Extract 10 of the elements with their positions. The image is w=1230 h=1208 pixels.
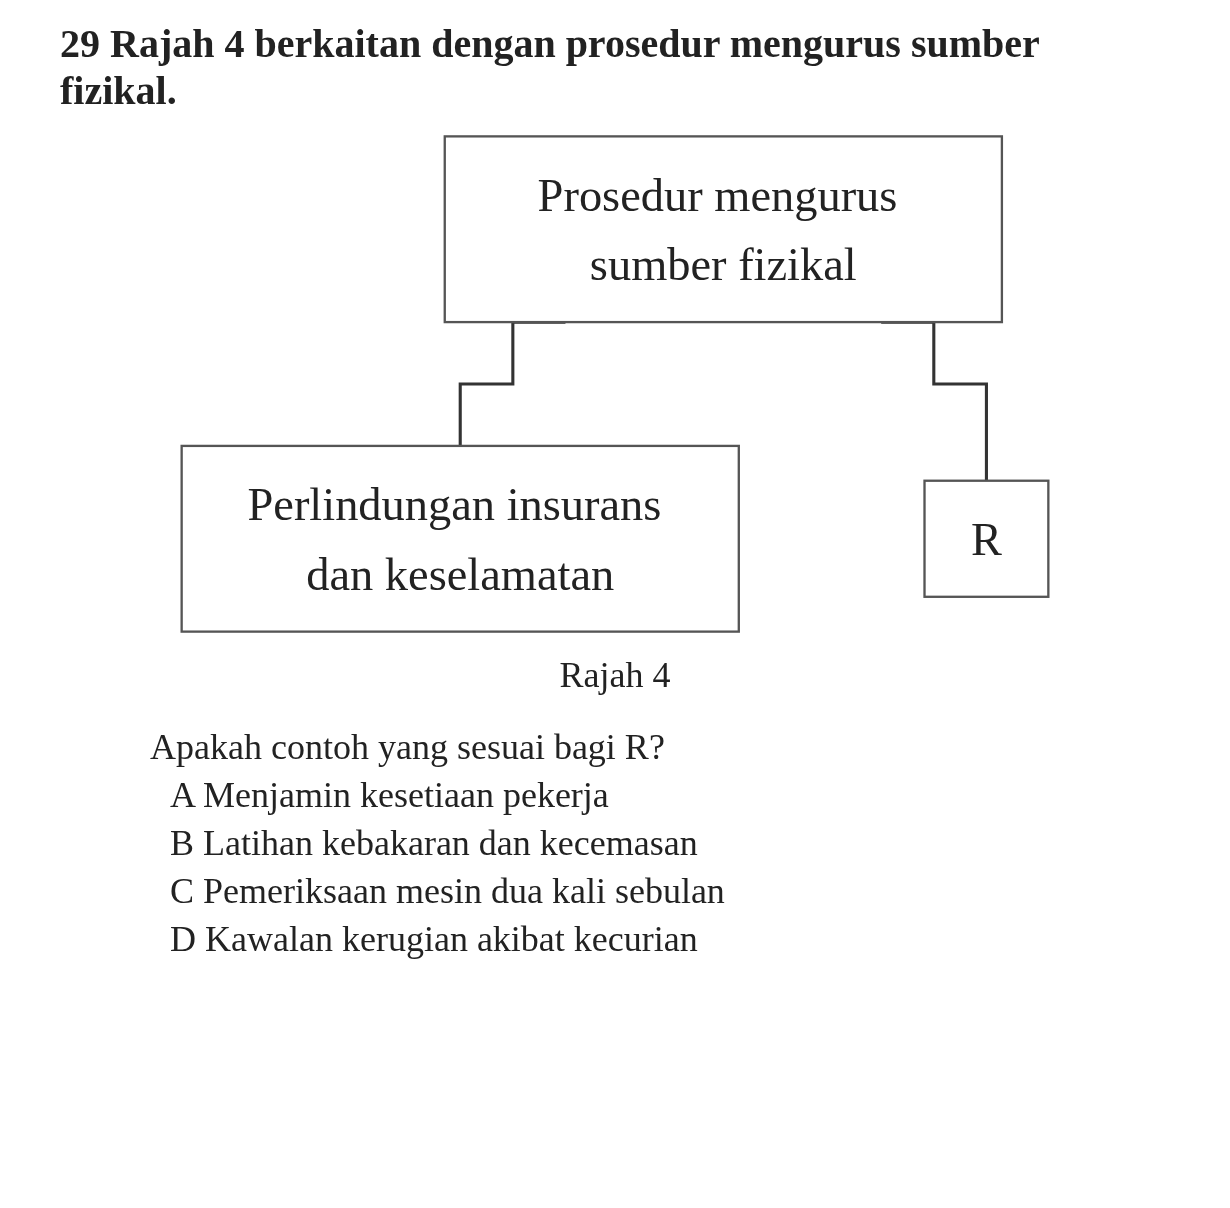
answer-option: A Menjamin kesetiaan pekerja — [170, 774, 1170, 816]
question-title: 29 Rajah 4 berkaitan dengan prosedur mengurus sumber fizikal. — [60, 20, 1041, 114]
question-text: Apakah contoh yang sesuai bagi R? — [150, 726, 666, 768]
figure-caption: Rajah 4 — [558, 654, 672, 696]
node-box: Prosedur mengurus sumber fizikal — [443, 135, 1004, 324]
node-box: R — [923, 479, 1050, 598]
answer-option: D Kawalan kerugian akibat kecurian — [170, 918, 1170, 960]
answer-option: B Latihan kebakaran dan kecemasan — [170, 822, 1170, 864]
answer-option: C Pemeriksaan mesin dua kali sebulan — [170, 870, 1170, 912]
node-box: Perlindungan insurans dan keselamatan — [180, 444, 740, 633]
